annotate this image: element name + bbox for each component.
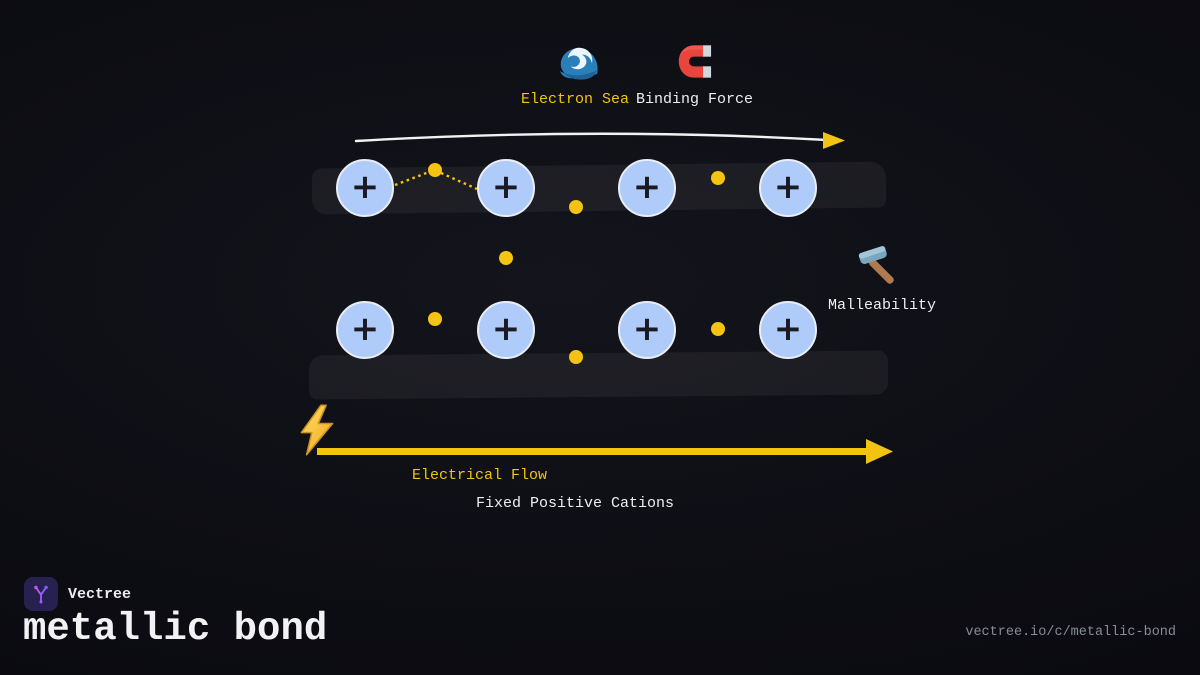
cation-plus-symbol: + — [491, 167, 521, 207]
electron-sea-label: Electron Sea — [521, 91, 630, 108]
cation: + — [336, 159, 394, 217]
fixed-positive-cations-label: Fixed Positive Cations — [476, 495, 675, 512]
cation-plus-symbol: + — [773, 167, 803, 207]
cation: + — [759, 159, 817, 217]
magnet-icon — [678, 45, 712, 78]
malleability-label: Malleability — [828, 297, 937, 314]
vectree-branch-icon — [34, 585, 48, 604]
electron-hop-dotted-path — [394, 170, 478, 191]
cation: + — [336, 301, 394, 359]
electrical-flow-label: Electrical Flow — [412, 467, 548, 484]
electron-dot — [499, 251, 513, 265]
brand-name: Vectree — [68, 585, 132, 603]
cation-plus-symbol: + — [350, 309, 380, 349]
page-url: vectree.io/c/metallic-bond — [965, 625, 1176, 640]
electron-dot — [569, 200, 583, 214]
electron-dot — [428, 163, 442, 177]
lightning-icon — [300, 404, 334, 456]
page-title: metallic bond — [23, 607, 328, 651]
hammer-icon — [858, 246, 894, 284]
cation-plus-symbol: + — [773, 309, 803, 349]
cation: + — [618, 301, 676, 359]
electron-dot — [711, 322, 725, 336]
cation: + — [759, 301, 817, 359]
cation-plus-symbol: + — [491, 309, 521, 349]
electron-dot — [569, 350, 583, 364]
cation-plus-symbol: + — [632, 309, 662, 349]
electron-dot — [711, 171, 725, 185]
cation: + — [618, 159, 676, 217]
cation-plus-symbol: + — [632, 167, 662, 207]
brand-row: Vectree — [24, 577, 131, 611]
electron-dot — [428, 312, 442, 326]
wave-icon — [559, 47, 598, 80]
cation: + — [477, 301, 535, 359]
binding-force-arrow — [354, 132, 845, 149]
binding-force-label: Binding Force — [636, 91, 754, 108]
cation-plus-symbol: + — [350, 167, 380, 207]
vectree-logo — [24, 577, 58, 611]
cation: + — [477, 159, 535, 217]
electrical-flow-arrow — [317, 439, 893, 464]
